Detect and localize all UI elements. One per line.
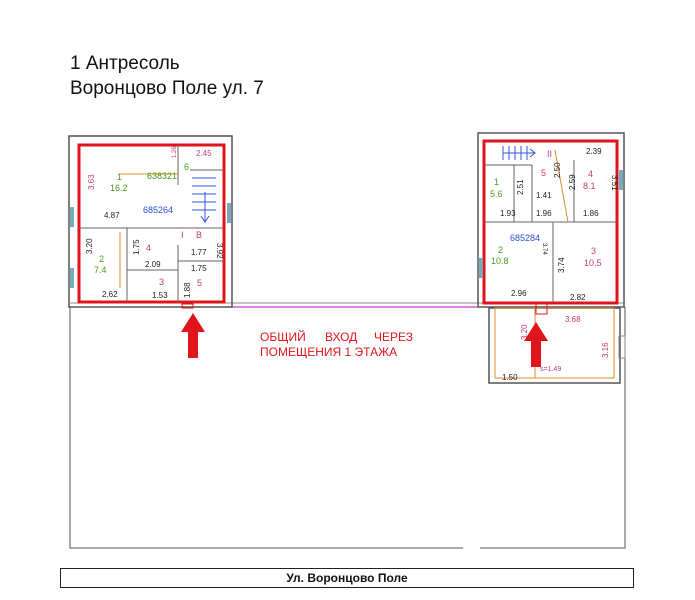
right-dim-16: 3.16 <box>601 342 610 358</box>
left-code-1: 638321 <box>147 171 177 181</box>
note-line-2: ПОМЕЩЕНИЯ 1 ЭТАЖА <box>260 345 397 359</box>
right-dim-8: 1.96 <box>536 209 552 218</box>
left-code-2: 685264 <box>143 205 173 215</box>
street-label: Ул. Воронцово Поле <box>60 568 634 588</box>
left-mark-1: I <box>181 230 184 240</box>
left-room-2-area: 7.4 <box>94 265 107 275</box>
right-room-1-area: 5.6 <box>490 189 503 199</box>
right-dim-17: 1.50 <box>502 373 518 382</box>
left-room-1-num: 1 <box>117 172 122 182</box>
right-dim-18: s=1.49 <box>540 366 561 373</box>
right-dim-9: 1.86 <box>583 209 599 218</box>
left-room-5-num: 5 <box>197 278 202 288</box>
left-dim-11: 1.88 <box>183 282 192 298</box>
right-room-2-area: 10.8 <box>491 256 509 266</box>
note-word-1: ОБЩИЙ <box>260 329 306 344</box>
right-dim-12: 2.96 <box>511 289 527 298</box>
right-dim-11: 3.74 <box>557 257 566 273</box>
right-dim-1: 2.39 <box>586 147 602 156</box>
left-room-2-num: 2 <box>99 254 104 264</box>
left-dim-1: 2.45 <box>196 149 212 158</box>
right-room-4-area: 8.1 <box>583 181 596 191</box>
right-door-mark <box>535 303 548 315</box>
right-code-1: 685284 <box>510 233 540 243</box>
right-room-2-num: 2 <box>498 245 503 255</box>
left-dim-5: 3.20 <box>85 238 94 254</box>
entry-arrow-right <box>524 322 548 367</box>
left-dim-10: 1.75 <box>191 264 207 273</box>
right-room-1-num: 1 <box>494 177 499 187</box>
right-room-4-num: 4 <box>588 169 593 179</box>
note-word-2: ВХОД <box>325 330 357 344</box>
left-unit-outline <box>77 143 226 304</box>
right-dim-4: 1.41 <box>536 191 552 200</box>
right-dim-7: 1.93 <box>500 209 516 218</box>
left-dim-6: 1.75 <box>132 239 141 255</box>
left-dim-4: 4.87 <box>104 211 120 220</box>
left-block <box>68 135 233 308</box>
staircase-right <box>502 146 536 160</box>
left-dim-7: 2.09 <box>145 260 161 269</box>
left-dim-8: 1.77 <box>191 248 207 257</box>
left-room-6-num: 6 <box>184 162 189 172</box>
right-room-3-num: 3 <box>591 246 596 256</box>
left-mark-2: B <box>196 230 202 240</box>
left-dim-12: 2.62 <box>102 290 118 299</box>
right-dim-13: 2.82 <box>570 293 586 302</box>
note-word-3: ЧЕРЕЗ <box>374 330 413 344</box>
right-dim-5: 2.59 <box>568 174 577 190</box>
right-dim-14: 3.20 <box>520 324 529 340</box>
right-block <box>477 132 626 384</box>
left-dim-13: 1.53 <box>152 291 168 300</box>
right-dim-2: 3.51 <box>610 175 619 191</box>
left-door-mark <box>181 303 194 309</box>
right-room-3-area: 10.5 <box>584 258 602 268</box>
left-dim-3: 3.63 <box>87 174 96 190</box>
plan-address: Воронцово Поле ул. 7 <box>70 78 264 99</box>
left-room-4-num: 4 <box>146 243 151 253</box>
right-dim-15: 3.68 <box>565 315 581 324</box>
right-dim-10: 3.74 <box>541 243 547 255</box>
left-dim-2: 1.26 <box>172 146 178 158</box>
right-mark-1: II <box>547 149 552 159</box>
staircase-left <box>192 177 216 223</box>
right-dim-6: 2.50 <box>553 162 562 178</box>
left-room-3-num: 3 <box>159 277 164 287</box>
right-dim-3: 2.51 <box>516 179 525 195</box>
left-room-1-area: 16.2 <box>110 183 128 193</box>
right-room-5-num: 5 <box>541 168 546 178</box>
entry-arrow-left <box>181 313 205 358</box>
plan-title: 1 Антресоль <box>70 53 180 74</box>
left-dim-9: 3.92 <box>215 243 224 259</box>
